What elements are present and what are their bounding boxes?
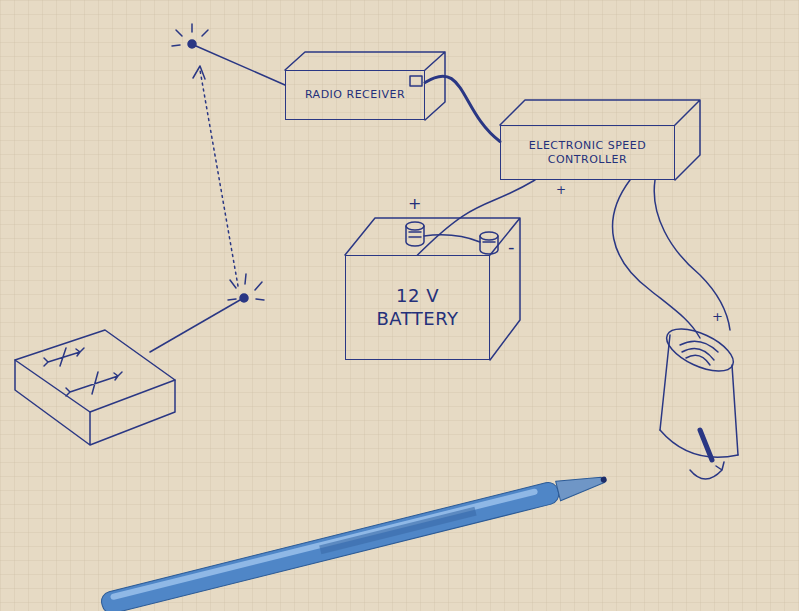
component-box: ELECTRONIC SPEED CONTROLLER [500,125,675,180]
receiver-depth [285,52,445,120]
polarity-mark: + [556,184,566,196]
transmitter-antenna [150,300,240,352]
motor-symbol [660,320,739,479]
battery-depth [345,218,520,360]
ballpoint-pen [99,468,609,611]
signal-arrowhead [193,66,205,79]
component-label: ELECTRONIC SPEED CONTROLLER [513,139,663,167]
signal-rays [228,274,264,300]
transmitter-box [15,330,175,445]
motor-wire [654,180,730,330]
component-label: 12 V BATTERY [368,285,468,330]
signal-cable [425,76,500,141]
signal-path [200,70,238,286]
component-box: 12 V BATTERY [345,255,490,360]
polarity-mark: + [712,310,723,323]
component-box: RADIO RECEIVER [285,70,425,120]
antenna-tip [240,294,248,302]
battery-terminal [480,232,498,254]
receiver-antenna [196,46,285,85]
polarity-mark: - [508,238,515,256]
motor-wire [613,180,700,338]
esc-depth [500,100,700,180]
power-wire [418,180,536,255]
polarity-mark: + [408,196,421,212]
antenna-tip [188,40,196,48]
receiver-connector [410,76,422,86]
battery-terminal [406,222,424,246]
signal-rays [172,24,208,46]
component-label: RADIO RECEIVER [305,88,405,102]
